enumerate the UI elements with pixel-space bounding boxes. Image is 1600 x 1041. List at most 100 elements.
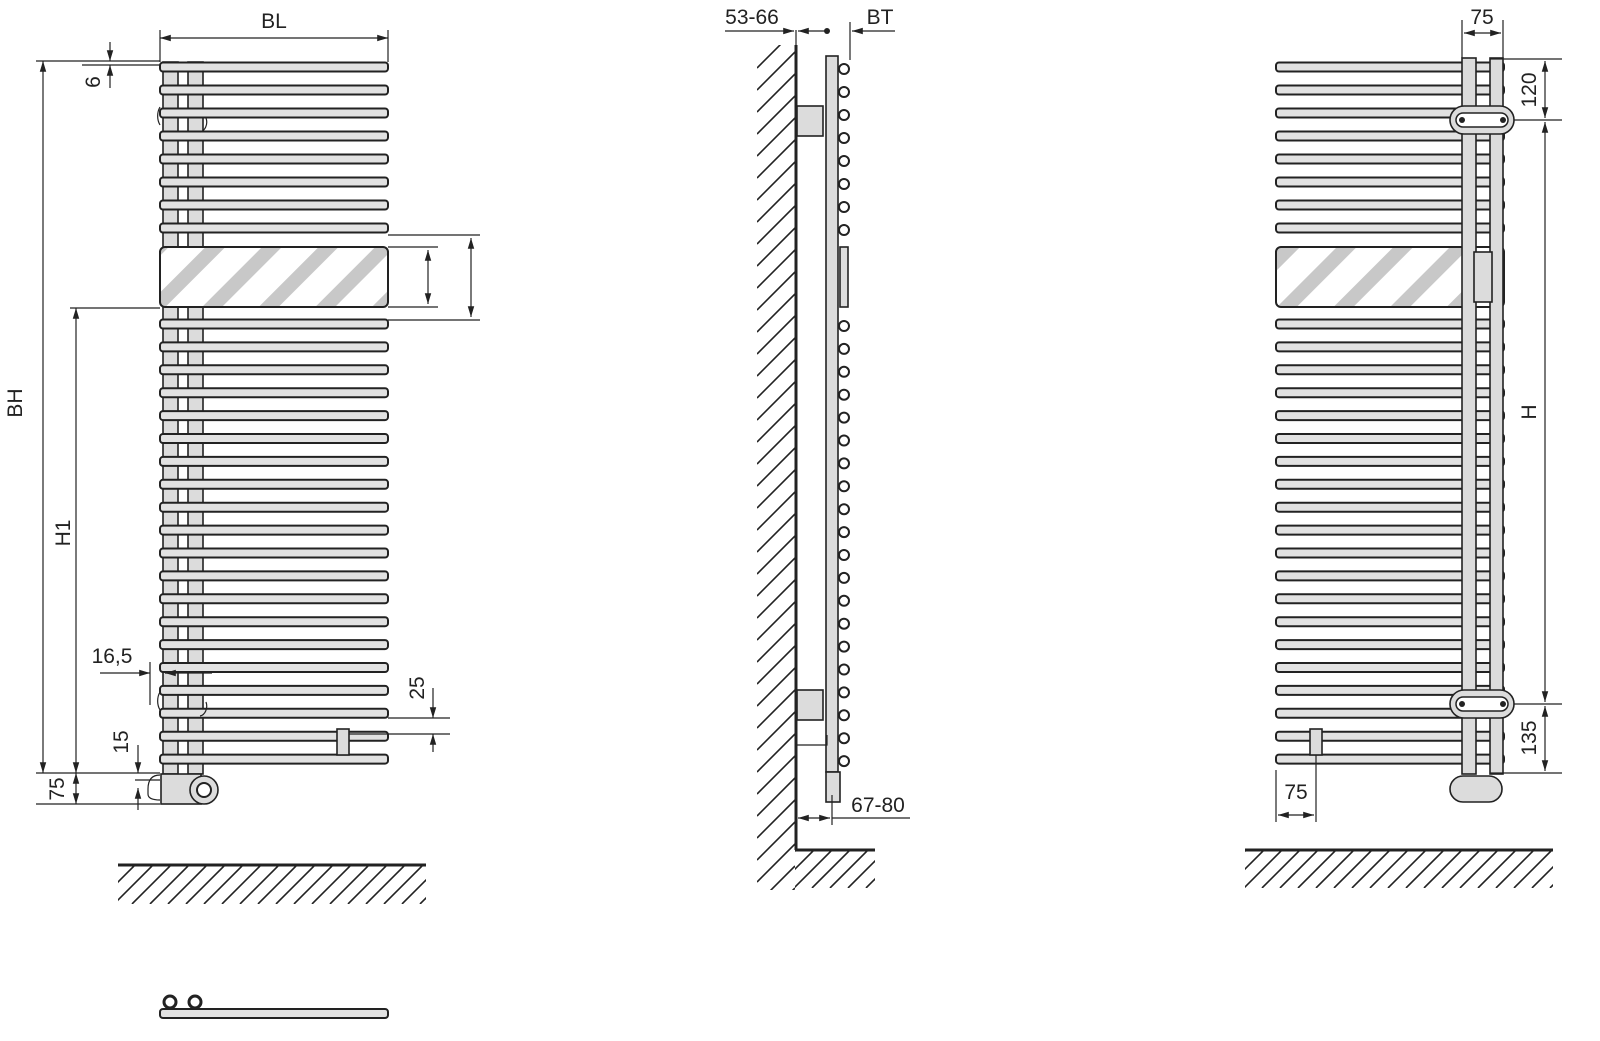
radiator-bar [159, 222, 389, 234]
glass-panel-rear [1275, 246, 1505, 308]
radiator-bar [1275, 593, 1505, 605]
bar-section [838, 224, 850, 236]
bar-section [838, 365, 850, 378]
bar-section [838, 549, 850, 561]
top-bracket [157, 106, 208, 133]
side-view: 53-66 BT 67-80 [725, 6, 910, 890]
floor-hatch [118, 866, 426, 904]
radiator-bar [159, 547, 389, 559]
control-unit [1473, 251, 1493, 303]
radiator-bar [1275, 199, 1505, 211]
height-label: BH [4, 388, 27, 417]
radiator-bar [159, 364, 389, 376]
bottom-bracket [157, 691, 208, 717]
bar-section [838, 457, 850, 470]
radiator-bar [159, 684, 389, 696]
radiator-bar [159, 616, 389, 628]
radiator-bar [1275, 753, 1505, 765]
radiator-bar [159, 639, 389, 651]
top-offset-label: 6 [82, 76, 105, 88]
radiator-bar [1275, 176, 1505, 188]
radiator-bar [159, 570, 389, 582]
radiator-bar [159, 84, 389, 96]
radiator-bar [159, 61, 389, 73]
radiator-bar [1275, 387, 1505, 399]
bracket-bottom-rear [1449, 689, 1515, 719]
bar-section [838, 732, 850, 745]
radiator-bar [159, 524, 389, 536]
rear-left-tube [1461, 57, 1477, 775]
front-view: BL 6 BH H1 75 15 16,5 25 [4, 10, 480, 1019]
bar-section [838, 434, 850, 447]
bar-section [838, 503, 850, 516]
front-bars [159, 61, 389, 765]
radiator-bar [159, 153, 389, 165]
radiator-bar [159, 501, 389, 513]
valve-spacing-label: 25 [406, 676, 429, 699]
bar-section [838, 526, 850, 539]
bar-section [838, 571, 850, 584]
wall-distance-label: 53-66 [725, 6, 779, 29]
top-bracket-label: 120 [1518, 72, 1541, 107]
wall-bracket-bottom [796, 689, 824, 721]
bar-section [838, 480, 850, 493]
radiator-bar [1275, 410, 1505, 422]
valve-rear [1309, 728, 1323, 756]
radiator-bar [159, 387, 389, 399]
radiator-bar [159, 199, 389, 211]
rear-view: 75 120 H 135 75 [1245, 6, 1562, 888]
valve-offset-label: 75 [1284, 781, 1307, 804]
radiator-bar [159, 433, 389, 444]
radiator-bar [159, 176, 389, 188]
tube-spacing-label: 75 [1470, 6, 1493, 29]
side-offset-label: 16,5 [92, 645, 133, 668]
bracket-top-rear [1449, 105, 1515, 135]
radiator-bar [159, 730, 389, 742]
bar-section [838, 594, 850, 607]
radiator-bar [159, 753, 389, 765]
radiator-bar [1275, 84, 1505, 96]
radiator-bar [159, 662, 389, 673]
bar-section [838, 388, 850, 401]
rear-right-tube [1489, 57, 1504, 775]
radiator-bar [1275, 478, 1505, 490]
radiator-bar [1275, 153, 1505, 165]
bottom-height-label: 75 [46, 777, 69, 800]
bar-section [838, 320, 850, 332]
radiator-bar [1275, 662, 1505, 673]
bar-section [838, 155, 850, 167]
bottom-gap-label: 15 [110, 730, 133, 753]
radiator-bar [1275, 341, 1505, 353]
radiator-bar [1275, 433, 1505, 444]
bar-section [838, 132, 850, 144]
bar-section [838, 640, 850, 653]
bar-section [838, 755, 850, 768]
radiator-bar [1275, 61, 1505, 73]
radiator-bar [159, 318, 389, 330]
radiator-bar [1275, 730, 1505, 742]
bar-section [838, 617, 850, 630]
bottom-wall-distance-label: 67-80 [851, 794, 905, 817]
wall-bracket-top [796, 105, 824, 137]
bar-section [838, 411, 850, 424]
radiator-bar [1275, 570, 1505, 582]
radiator-bar [159, 593, 389, 605]
valve [336, 728, 350, 756]
radiator-bar [1275, 639, 1505, 651]
radiator-bar [1275, 547, 1505, 559]
heating-element-side [825, 771, 841, 803]
side-tube [825, 55, 839, 773]
wall-hatch [757, 45, 795, 890]
radiator-bar [1275, 364, 1505, 376]
width-label: BL [261, 10, 287, 33]
bar-section [838, 178, 850, 190]
radiator-bar [1275, 318, 1505, 330]
radiator-bar [159, 130, 389, 142]
radiator-bar [1275, 455, 1505, 467]
radiator-bar [1275, 222, 1505, 234]
radiator-bar [159, 707, 389, 719]
bottom-bracket-label: 135 [1518, 720, 1541, 755]
top-view-bar [159, 1008, 389, 1019]
bracket-distance-label: H [1518, 404, 1541, 419]
radiator-bar [159, 455, 389, 467]
